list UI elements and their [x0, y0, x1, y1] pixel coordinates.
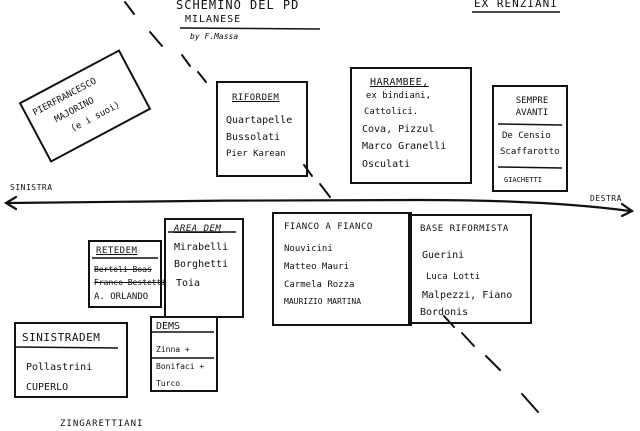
sinistradem-title: SINISTRADEM [22, 331, 101, 344]
retedem-member-2: Franco Bestetti [94, 278, 167, 287]
fianco-member-4: MAURIZIO MARTINA [284, 297, 362, 306]
sempre-avanti-bottom: GIACHETTI [504, 176, 542, 184]
group-box-retedem: RETEDEM Bertoli Boas Franco Bestetti A. … [88, 240, 166, 308]
base-riformista-member-1: Guerini [422, 250, 465, 261]
harambee-subtitle: ex bindiani, [366, 91, 432, 101]
sempre-avanti-title: SEMPRE AVANTI [515, 96, 549, 118]
sempre-avanti-member-2: Scaffarotto [500, 147, 560, 157]
areadem-member-1: Mirabelli [174, 242, 229, 253]
dems-member-2: Bonifaci + [156, 362, 205, 371]
base-riformista-member-4: Bordonis [420, 307, 469, 318]
fianco-member-1: Nouvicini [284, 244, 333, 254]
fianco-title: FIANCO A FIANCO [284, 222, 373, 232]
base-riformista-member-2: Luca Lotti [426, 272, 481, 282]
sinistradem-member-2: CUPERLO [26, 382, 69, 393]
areadem-member-2: Borghetti [174, 259, 229, 270]
areadem-member-3: Toia [176, 278, 201, 289]
sempre-avanti-member-1: De Censio [502, 131, 551, 141]
top-right-label: EX RENZIANI [474, 0, 558, 10]
retedem-member-1: Bertoli Boas [94, 265, 152, 274]
group-box-harambee: HARAMBEE, ex bindiani, Cattolici. Cova, … [350, 67, 472, 184]
header-title-line1: SCHEMINO DEL PD [176, 0, 300, 12]
group-box-dems: DEMS Zinna + Bonifaci + Turco [150, 316, 218, 392]
harambee-member-2: Cova, Pizzul [362, 124, 435, 135]
header-byline: by F.Massa [190, 32, 239, 41]
fianco-member-3: Carmela Rozza [284, 280, 355, 290]
harambee-member-3: Marco Granelli [362, 141, 447, 152]
header-underline [179, 11, 560, 30]
retedem-title: RETEDEM [96, 246, 138, 256]
harambee-member-1: Cattolici. [364, 107, 419, 117]
axis-right-label: DESTRA [590, 194, 622, 203]
riformdem-member-2: Bussolati [226, 132, 281, 143]
group-box-fianco-a-fianco: FIANCO A FIANCO Nouvicini Matteo Mauri C… [272, 212, 412, 326]
riformdem-title: RIFORDEM [232, 93, 280, 103]
dems-member-1: Zinna + [156, 345, 190, 354]
dems-title: DEMS [156, 321, 181, 332]
riformdem-member-3: Pier Karean [226, 149, 286, 159]
box-dividers [15, 123, 563, 359]
retedem-member-3: A. ORLANDO [94, 292, 149, 302]
group-box-base-riformista: BASE RIFORMISTA Guerini Luca Lotti Malpe… [408, 214, 532, 324]
base-riformista-member-3: Malpezzi, Fiano [422, 290, 513, 301]
sinistradem-member-1: Pollastrini [26, 362, 93, 373]
group-box-sinistradem: SINISTRADEM Pollastrini CUPERLO [14, 322, 128, 398]
axis-left-label: SINISTRA [10, 183, 53, 192]
riformdem-member-1: Quartapelle [226, 115, 293, 126]
fianco-member-2: Matteo Mauri [284, 262, 350, 272]
areadem-title: AREA DEM [174, 224, 222, 234]
base-riformista-title: BASE RIFORMISTA [420, 224, 509, 234]
dems-member-3: Turco [156, 379, 181, 388]
dashed-diagonal [124, 1, 539, 413]
harambee-member-4: Osculati [362, 159, 411, 170]
left-right-axis [3, 195, 635, 218]
bottom-label: ZINGARETTIANI [60, 419, 144, 429]
header-title-line2: MILANESE [185, 14, 242, 25]
group-box-riformdem: RIFORDEM Quartapelle Bussolati Pier Kare… [216, 81, 308, 177]
group-box-areadem: AREA DEM Mirabelli Borghetti Toia [164, 218, 244, 318]
group-box-sempre-avanti: SEMPRE AVANTI De Censio Scaffarotto GIAC… [492, 85, 568, 192]
harambee-title: HARAMBEE, [370, 77, 429, 88]
